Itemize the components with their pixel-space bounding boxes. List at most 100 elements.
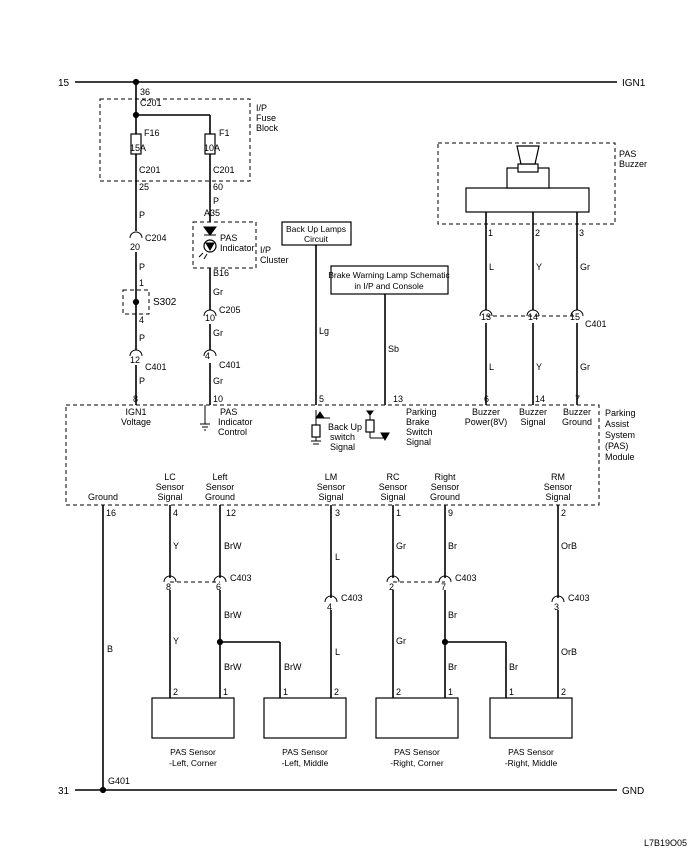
module-pin-16: 16 [106, 508, 116, 518]
lm-wire2-color: L [335, 647, 340, 657]
speaker-icon [516, 145, 540, 165]
pas-indicator-led-icon [203, 226, 217, 236]
buzzer-wire2-2: Y [536, 362, 542, 372]
sensor-rc-pin-b: 1 [448, 687, 453, 697]
c403-right-name: C403 [455, 573, 477, 583]
c403-rm-name: C403 [568, 593, 590, 603]
fuse-f16-rating: 15A [130, 143, 146, 153]
fuse-f1-pin: 60 [213, 182, 223, 192]
brake-box-line-1: Brake Warning Lamp Schematic [328, 270, 450, 280]
c401-left-name: C401 [145, 362, 167, 372]
c205-pin: 10 [205, 313, 215, 323]
right-ground-label-1: Right [434, 472, 456, 482]
buzzer-power-label-1: Buzzer [472, 407, 500, 417]
lc-wire2-color: Y [173, 636, 179, 646]
sensor-lc-pin-b: 1 [223, 687, 228, 697]
pas-buzzer: PAS Buzzer 1 2 3 L Y Gr 13 14 15 C401 L … [437, 142, 647, 405]
lm-wire-color: L [335, 552, 340, 562]
sensor-lc-name-1: PAS Sensor [170, 747, 216, 757]
buzzer-pin-2: 2 [535, 228, 540, 238]
rc-wire2-color: Gr [396, 636, 406, 646]
rm-wire-color: OrB [561, 541, 577, 551]
ign1-voltage-label-2: Voltage [121, 417, 151, 427]
c401-left-pin: 12 [130, 355, 140, 365]
module-pin-8: 8 [133, 394, 138, 404]
module-label-5: Module [605, 452, 635, 462]
c403-pin-7: 7 [441, 582, 446, 592]
sensor-lm-pin-b: 2 [334, 687, 339, 697]
module-pin-5: 5 [319, 394, 324, 404]
brake-wire: Sb [388, 344, 399, 354]
brake-signal-label-1: Parking [406, 407, 437, 417]
c401-buzzer-name: C401 [585, 319, 607, 329]
fuse-block-connector-top: C201 [140, 98, 162, 108]
cluster-wire-2: Gr [213, 328, 223, 338]
rail-31-label: 31 [58, 786, 70, 797]
brake-box-line-2: in I/P and Console [354, 281, 424, 291]
buzzer-power-label-2: Power(8V) [465, 417, 508, 427]
left-branch-color: BrW [284, 662, 302, 672]
c403-lc-icon [163, 575, 177, 583]
pas-sensor-right-middle: 1 2 PAS Sensor -Right, Middle [489, 687, 573, 768]
buzzer-label-1: PAS [619, 149, 636, 159]
s302-name: S302 [153, 297, 177, 308]
buzzer-wire-1: L [489, 262, 494, 272]
right-ground-label-3: Ground [430, 492, 460, 502]
backup-lamps: Back Up Lamps Circuit Lg [281, 221, 352, 405]
module-pin-10: 10 [213, 394, 223, 404]
rm-label-1: RM [551, 472, 565, 482]
pas-sensor-right-corner: 2 1 PAS Sensor -Right, Corner [375, 687, 459, 768]
right-ground-wire-color: Br [448, 541, 457, 551]
backup-signal-label-2: switch [330, 432, 355, 442]
sensor-rm-name-2: -Right, Middle [505, 758, 558, 768]
figure-code: L7B19O05 [644, 838, 687, 848]
right-ground-branch-color: Br [448, 662, 457, 672]
module-label-3: System [605, 430, 635, 440]
module-pin-14: 14 [535, 394, 545, 404]
pas-indicator-control-2: Indicator [218, 417, 253, 427]
lm-label-2: Sensor [317, 482, 346, 492]
left-ground-wire-color: BrW [224, 541, 242, 551]
fuse-block-label-1: I/P [256, 103, 267, 113]
right-ground-wire2-color: Br [448, 610, 457, 620]
sensor-rm-name-1: PAS Sensor [508, 747, 554, 757]
fuse-f16-name: F16 [144, 128, 160, 138]
lm-label-1: LM [325, 472, 338, 482]
sensor-lc-pin-a: 2 [173, 687, 178, 697]
rail-ign1-label: IGN1 [622, 78, 646, 89]
backup-wire: Lg [319, 326, 329, 336]
fuse-block-label-2: Fuse [256, 113, 276, 123]
brake-signal-label-4: Signal [406, 437, 431, 447]
c401-buzzer-pin-1: 13 [481, 312, 491, 322]
rm-wire2-color: OrB [561, 647, 577, 657]
c403-lm-name: C403 [341, 593, 363, 603]
left-ground-wire2-color: BrW [224, 610, 242, 620]
s302-pin-bottom: 4 [139, 315, 144, 325]
fuse-f16-wire: P [139, 210, 145, 220]
ign1-voltage-chain: 20 C204 P 1 S302 4 P 12 C401 P [122, 231, 177, 405]
left-ground-label-3: Ground [205, 492, 235, 502]
cluster-label-1: I/P [260, 245, 271, 255]
c403-rm-icon [551, 595, 565, 603]
c204-connector-icon [129, 231, 143, 239]
c403-right-ground-icon [438, 575, 452, 583]
c403-pin-3: 3 [554, 602, 559, 612]
c403-left-ground-icon [213, 575, 227, 583]
fuse-f16-connector: C201 [139, 165, 161, 175]
cluster-pin-b16: B16 [213, 268, 229, 278]
fuse-block-label-3: Block [256, 123, 279, 133]
rm-label-2: Sensor [544, 482, 573, 492]
rail-15-label: 15 [58, 78, 70, 89]
left-ground-label-2: Sensor [206, 482, 235, 492]
sensor-rm-pin-a: 1 [509, 687, 514, 697]
backup-box-line-1: Back Up Lamps [286, 224, 346, 234]
c403-rc-icon [386, 575, 400, 583]
sensor-rc-name-1: PAS Sensor [394, 747, 440, 757]
module-pin-3: 3 [335, 508, 340, 518]
buzzer-neck [517, 163, 539, 173]
fuse-f1-rating: 10A [204, 143, 220, 153]
c401-left-connector-icon [129, 349, 143, 357]
buzzer-wire2-3: Gr [580, 362, 590, 372]
cluster-label-2: Cluster [260, 255, 289, 265]
